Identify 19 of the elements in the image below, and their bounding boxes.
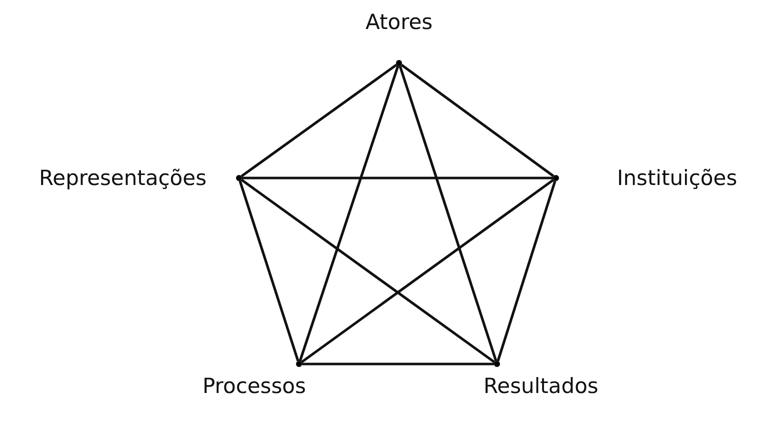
connector-line — [240, 178, 496, 364]
vertex-dot — [296, 361, 302, 367]
connector-line — [238, 180, 300, 362]
connector-line — [240, 64, 398, 178]
connector-line — [398, 65, 498, 362]
vertex-dot — [396, 60, 402, 66]
connector-line — [242, 176, 553, 180]
connector-line — [300, 178, 554, 364]
connector-line — [400, 64, 554, 178]
connector-line — [496, 180, 556, 362]
vertex-label: Processos — [202, 376, 306, 396]
connector-line — [298, 65, 400, 362]
connector-line — [302, 362, 494, 366]
vertex-label: Atores — [366, 12, 433, 32]
vertex-label: Representações — [39, 168, 207, 188]
vertex-label: Resultados — [484, 376, 598, 396]
vertex-dot — [236, 175, 242, 181]
vertex-dot — [494, 361, 500, 367]
vertex-label: Instituições — [617, 168, 738, 188]
